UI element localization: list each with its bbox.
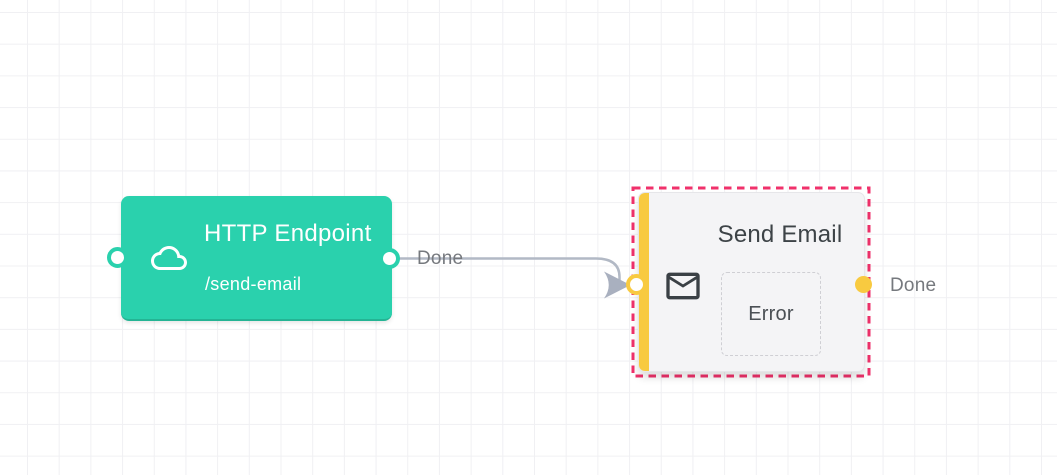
node-subtitle: /send-email	[205, 274, 302, 294]
output-port-label-done: Done	[890, 275, 937, 296]
envelope-icon	[666, 272, 700, 300]
http-endpoint-input-port[interactable]	[107, 247, 128, 268]
error-port-label: Error	[748, 302, 794, 325]
node-title: HTTP Endpoint	[204, 220, 372, 247]
send-email-output-port[interactable]	[855, 276, 872, 293]
send-email-input-port[interactable]	[626, 274, 647, 295]
node-send-email[interactable]: Send Email Error	[638, 192, 865, 372]
edge-label-done: Done	[417, 248, 464, 269]
node-http-endpoint[interactable]: HTTP Endpoint /send-email	[121, 196, 392, 321]
http-endpoint-output-port[interactable]	[379, 248, 400, 269]
error-port[interactable]: Error	[721, 272, 821, 356]
cloud-icon	[151, 246, 187, 270]
node-title: Send Email	[717, 221, 843, 248]
